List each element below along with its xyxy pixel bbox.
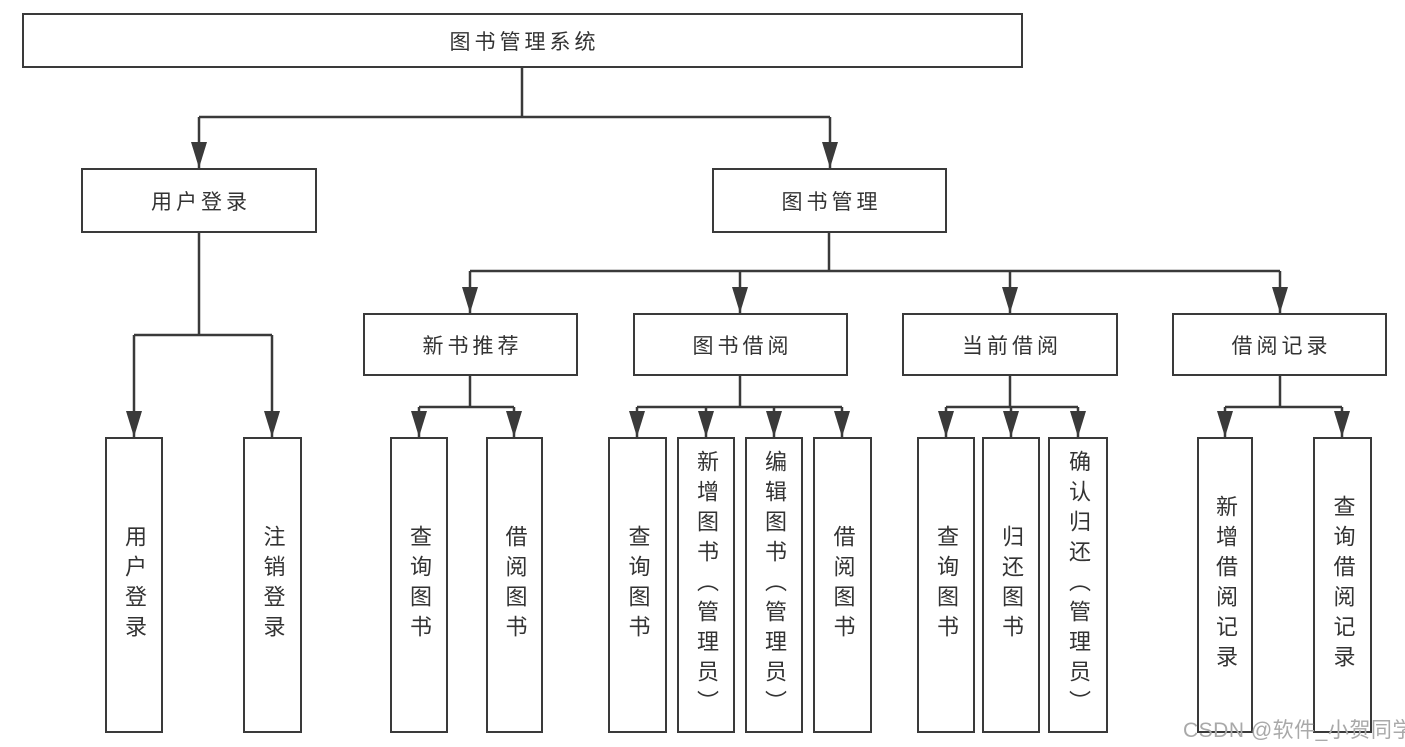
leaf-br-add-record: 新增借阅记录 xyxy=(1197,437,1253,733)
leaf-cb-query-books-label: 查询图书 xyxy=(934,525,959,645)
leaf-cb-confirm-return: 确认归还（管理员） xyxy=(1048,437,1108,733)
node-book-management: 图书管理 xyxy=(712,168,947,233)
node-current-borrowing: 当前借阅 xyxy=(902,313,1118,376)
leaf-bb-edit-books-label: 编辑图书（管理员） xyxy=(762,450,787,720)
node-root-label: 图书管理系统 xyxy=(449,30,600,54)
node-current-borrowing-label: 当前借阅 xyxy=(962,334,1062,358)
leaf-user-login: 用户登录 xyxy=(105,437,163,733)
node-user-login-label: 用户登录 xyxy=(151,190,251,214)
leaf-bb-query-books: 查询图书 xyxy=(608,437,667,733)
leaf-cb-return-books-label: 归还图书 xyxy=(999,525,1024,645)
leaf-nbr-borrow-books-label: 借阅图书 xyxy=(502,525,528,645)
node-book-management-label: 图书管理 xyxy=(781,190,882,214)
leaf-bb-edit-books: 编辑图书（管理员） xyxy=(745,437,803,733)
node-new-book-recommend: 新书推荐 xyxy=(363,313,578,376)
leaf-bb-add-books: 新增图书（管理员） xyxy=(677,437,735,733)
leaf-logout: 注销登录 xyxy=(243,437,302,733)
leaf-bb-borrow-books: 借阅图书 xyxy=(813,437,872,733)
csdn-watermark: CSDN @软件_小贺同学 xyxy=(1183,719,1405,742)
leaf-br-query-record-label: 查询借阅记录 xyxy=(1330,495,1356,675)
node-root: 图书管理系统 xyxy=(22,13,1023,68)
leaf-nbr-query-books: 查询图书 xyxy=(390,437,448,733)
leaf-cb-query-books: 查询图书 xyxy=(917,437,975,733)
node-new-book-recommend-label: 新书推荐 xyxy=(422,334,523,358)
node-borrow-records: 借阅记录 xyxy=(1172,313,1387,376)
leaf-user-login-label: 用户登录 xyxy=(122,525,147,645)
node-book-borrowing: 图书借阅 xyxy=(633,313,848,376)
leaf-bb-borrow-books-label: 借阅图书 xyxy=(830,525,856,645)
leaf-cb-confirm-return-label: 确认归还（管理员） xyxy=(1066,450,1091,720)
node-user-login: 用户登录 xyxy=(81,168,317,233)
node-book-borrowing-label: 图书借阅 xyxy=(692,334,793,358)
leaf-br-query-record: 查询借阅记录 xyxy=(1313,437,1372,733)
leaf-nbr-borrow-books: 借阅图书 xyxy=(486,437,543,733)
leaf-logout-label: 注销登录 xyxy=(260,525,286,645)
leaf-bb-add-books-label: 新增图书（管理员） xyxy=(694,450,719,720)
leaf-cb-return-books: 归还图书 xyxy=(982,437,1040,733)
leaf-nbr-query-books-label: 查询图书 xyxy=(407,525,432,645)
leaf-br-add-record-label: 新增借阅记录 xyxy=(1213,495,1238,675)
leaf-bb-query-books-label: 查询图书 xyxy=(625,525,651,645)
node-borrow-records-label: 借阅记录 xyxy=(1231,334,1332,358)
